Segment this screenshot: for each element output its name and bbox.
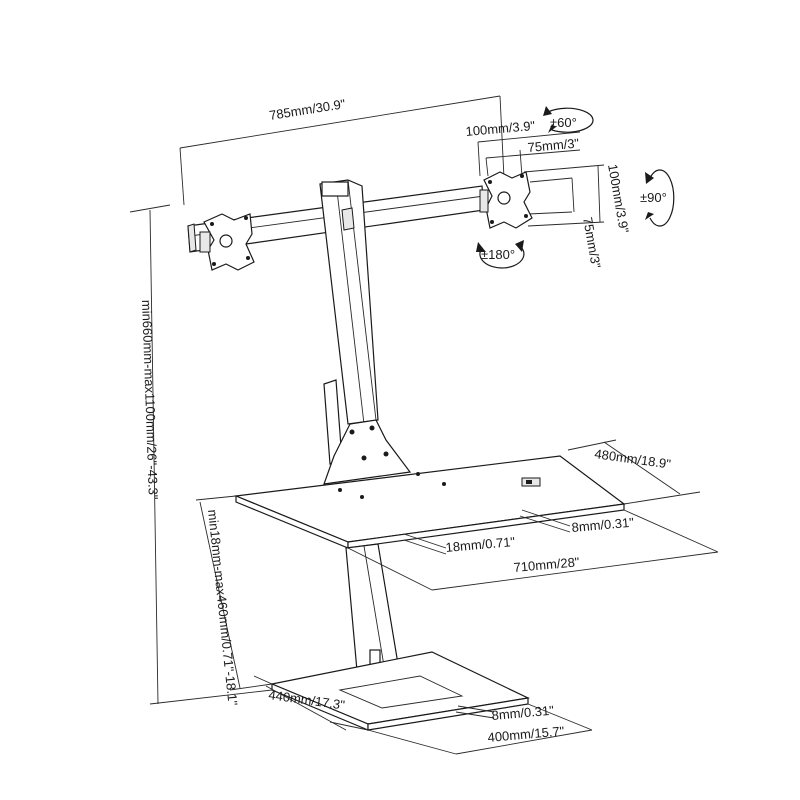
swivel-rotation-indicator: ±180°: [476, 240, 525, 269]
platform-width-label: 710mm/28": [513, 554, 580, 575]
platform-gap-dimension: 8mm/0.31": [519, 509, 635, 535]
left-vesa-plate: [199, 213, 255, 271]
rotate-label: ±90°: [640, 190, 667, 205]
base-width-label: 400mm/15.7": [487, 723, 565, 745]
base-width-dimension: 400mm/15.7": [367, 703, 593, 755]
vesa-min-vertical-label: 75mm/3": [580, 216, 604, 270]
lift-carriage: [323, 419, 412, 485]
lift-range-label: min18mm-max460mm/0.71"-18.1": [205, 509, 241, 707]
tilt-rotation-indicator: ±60°: [543, 106, 594, 133]
base-thickness-label: 8mm/0.31": [491, 703, 555, 723]
lower-pole: [345, 543, 401, 683]
platform-gap-label: 8mm/0.31": [571, 515, 635, 535]
vesa-max-label: 100mm/3.9": [465, 118, 536, 139]
rotate-rotation-indicator: ±90°: [640, 169, 675, 227]
vesa-horizontal-dimensions: 100mm/3.9" 75mm/3": [465, 118, 581, 177]
base-thickness-dimension: 8mm/0.31": [455, 703, 555, 723]
platform-thickness-dimension: 18mm/0.71": [403, 533, 516, 555]
work-platform: [233, 455, 626, 549]
tilt-label: ±60°: [550, 115, 577, 130]
vertical-pole: [319, 179, 379, 465]
total-width-label: 785mm/30.9": [268, 96, 347, 123]
base-plate: [269, 651, 530, 731]
vesa-min-label: 75mm/3": [527, 136, 580, 155]
platform-depth-label: 480mm/18.9": [594, 446, 673, 472]
swivel-label: ±180°: [481, 247, 515, 262]
platform-thickness-label: 18mm/0.71": [445, 534, 516, 555]
vesa-max-vertical-label: 100mm/3.9": [605, 163, 632, 235]
right-vesa-plate: [479, 171, 533, 229]
height-range-label: min660mm-max1100mm/26"-43.3": [139, 300, 161, 501]
platform-width-dimension: 710mm/28": [347, 509, 719, 591]
vesa-vertical-dimensions: 100mm/3.9" 75mm/3": [523, 163, 632, 270]
height-range-dimension: min660mm-max1100mm/26"-43.3": [129, 204, 273, 705]
lift-range-dimension: min18mm-max460mm/0.71"-18.1": [195, 495, 273, 707]
